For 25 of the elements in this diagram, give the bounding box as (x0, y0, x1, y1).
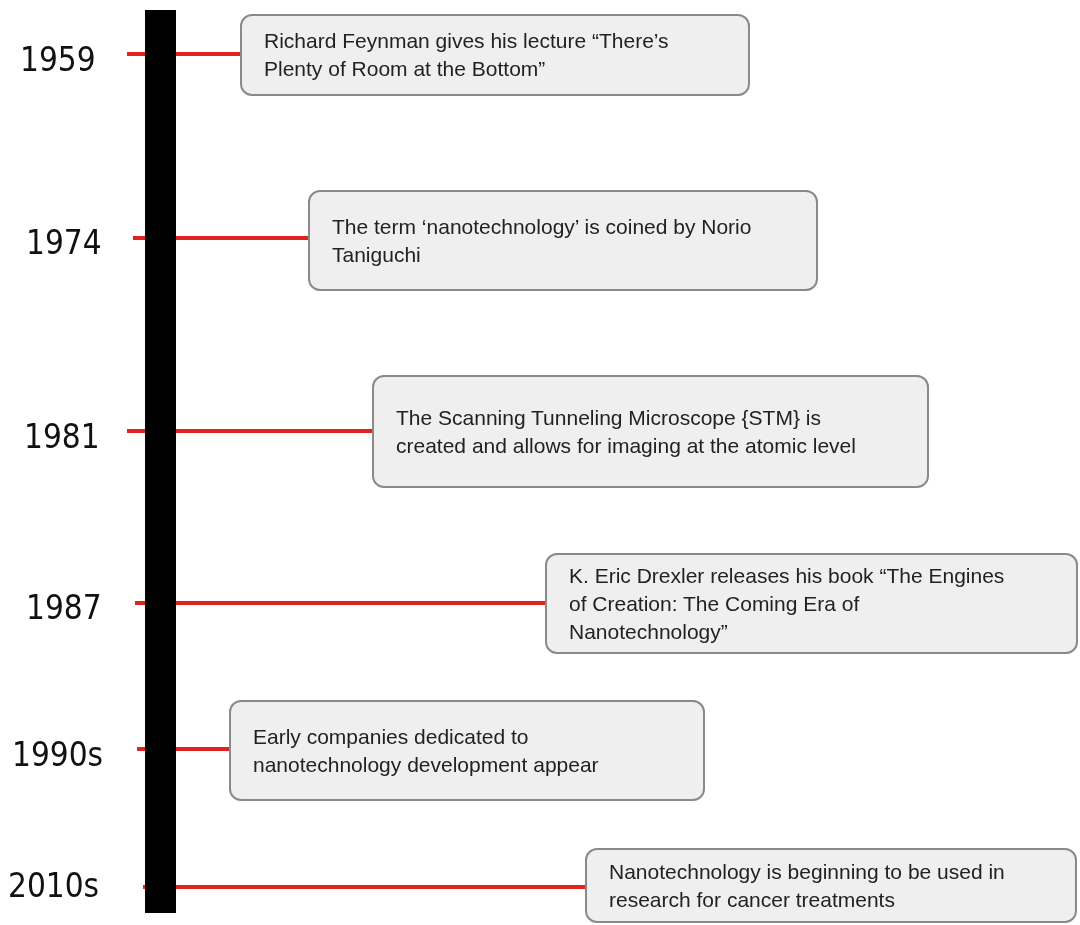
connector-line (176, 747, 229, 751)
event-text: Nanotechnology is beginning to be used in research for cancer treatments (609, 858, 1006, 913)
event-card (545, 553, 1078, 654)
event-card (229, 700, 705, 801)
event-card (372, 375, 929, 488)
event-text: Early companies dedicated to nanotechnology development appear (253, 723, 600, 778)
connector-line (176, 601, 545, 605)
connector-line (176, 52, 240, 56)
event-text: The term ‘nanotechnology’ is coined by Norio Taniguchi (332, 213, 753, 268)
event-card (308, 190, 818, 291)
connector-line (176, 885, 585, 889)
year-label: 1974 (26, 223, 102, 263)
timeline-bar (145, 10, 176, 913)
event-card (240, 14, 750, 96)
event-text: The Scanning Tunneling Microscope {STM} is created and allows for imaging at the atomic level (396, 404, 857, 459)
event-card (585, 848, 1077, 923)
event-text: K. Eric Drexler releases his book “The Engines of Creation: The Coming Era of Nanotechnology” (569, 562, 1006, 645)
year-label: 1990s (12, 735, 103, 775)
year-label: 1981 (24, 417, 100, 457)
year-label: 1987 (26, 588, 102, 628)
event-text: Richard Feynman gives his lecture “There’s Plenty of Room at the Bottom” (264, 28, 670, 82)
year-label: 2010s (8, 866, 99, 906)
year-label: 1959 (20, 40, 96, 80)
connector-line (176, 429, 372, 433)
connector-line (176, 236, 308, 240)
